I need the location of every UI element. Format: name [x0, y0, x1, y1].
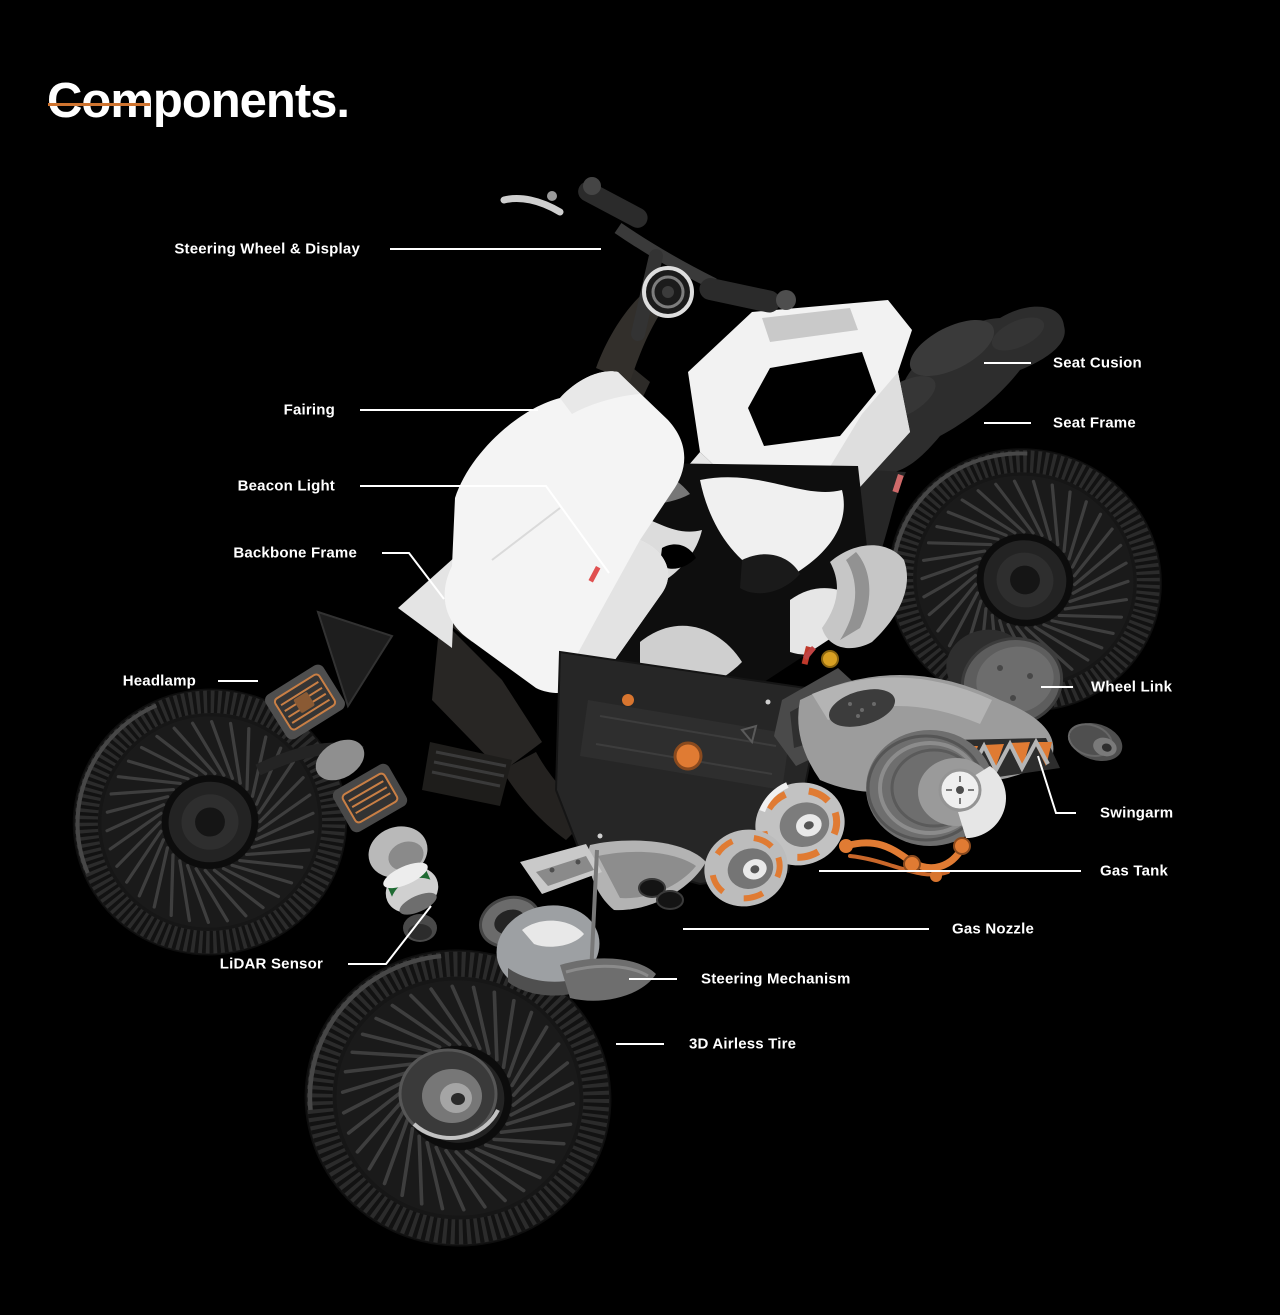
part-label-gas-tank: Gas Tank — [1100, 862, 1169, 880]
part-label-fairing: Fairing — [283, 401, 335, 419]
part-label-steering-mechanism: Steering Mechanism — [701, 970, 851, 988]
leader-line-backbone-frame — [382, 552, 445, 600]
part-label-seat-frame: Seat Frame — [1053, 414, 1136, 432]
part-label-backbone-frame: Backbone Frame — [233, 544, 357, 562]
leader-line-lidar-sensor — [348, 905, 432, 965]
leader-line-beacon-light — [360, 485, 610, 574]
part-label-swingarm: Swingarm — [1100, 804, 1174, 822]
part-label-lidar-sensor: LiDAR Sensor — [219, 955, 323, 973]
part-label-headlamp: Headlamp — [122, 672, 196, 690]
steering-mechanism-part — [479, 844, 656, 1001]
headlamp-part — [265, 664, 408, 833]
part-label-wheel-link: Wheel Link — [1091, 678, 1173, 696]
page-title: Components. — [47, 73, 350, 128]
part-label-beacon-light: Beacon Light — [237, 477, 335, 495]
part-label-steering-wheel-display: Steering Wheel & Display — [174, 240, 360, 258]
gas-tank-part — [704, 782, 845, 907]
gas-nozzle-part — [839, 837, 971, 882]
fairing-top-panel — [688, 300, 912, 500]
title-underline — [48, 103, 150, 106]
chassis-block — [554, 650, 822, 911]
lidar-sensor-part — [368, 826, 439, 942]
fairing-front-fender — [398, 371, 685, 694]
windshield-wedge — [316, 610, 394, 709]
front-right-wheel-hub — [398, 1048, 500, 1141]
part-label-airless-tire: 3D Airless Tire — [689, 1035, 797, 1053]
steering-wheel-display-part — [500, 177, 796, 341]
yellow-bolt — [821, 650, 839, 668]
leader-lines-layer — [218, 248, 1081, 1045]
part-label-seat-cusion: Seat Cusion — [1053, 354, 1142, 372]
leader-line-swingarm — [1037, 755, 1076, 814]
axle-cylinder — [1067, 722, 1123, 762]
silver-fender-blade — [822, 545, 908, 649]
part-label-gas-nozzle: Gas Nozzle — [952, 920, 1035, 938]
wheel-link-part — [946, 629, 1064, 727]
hub-motor — [866, 730, 1006, 846]
